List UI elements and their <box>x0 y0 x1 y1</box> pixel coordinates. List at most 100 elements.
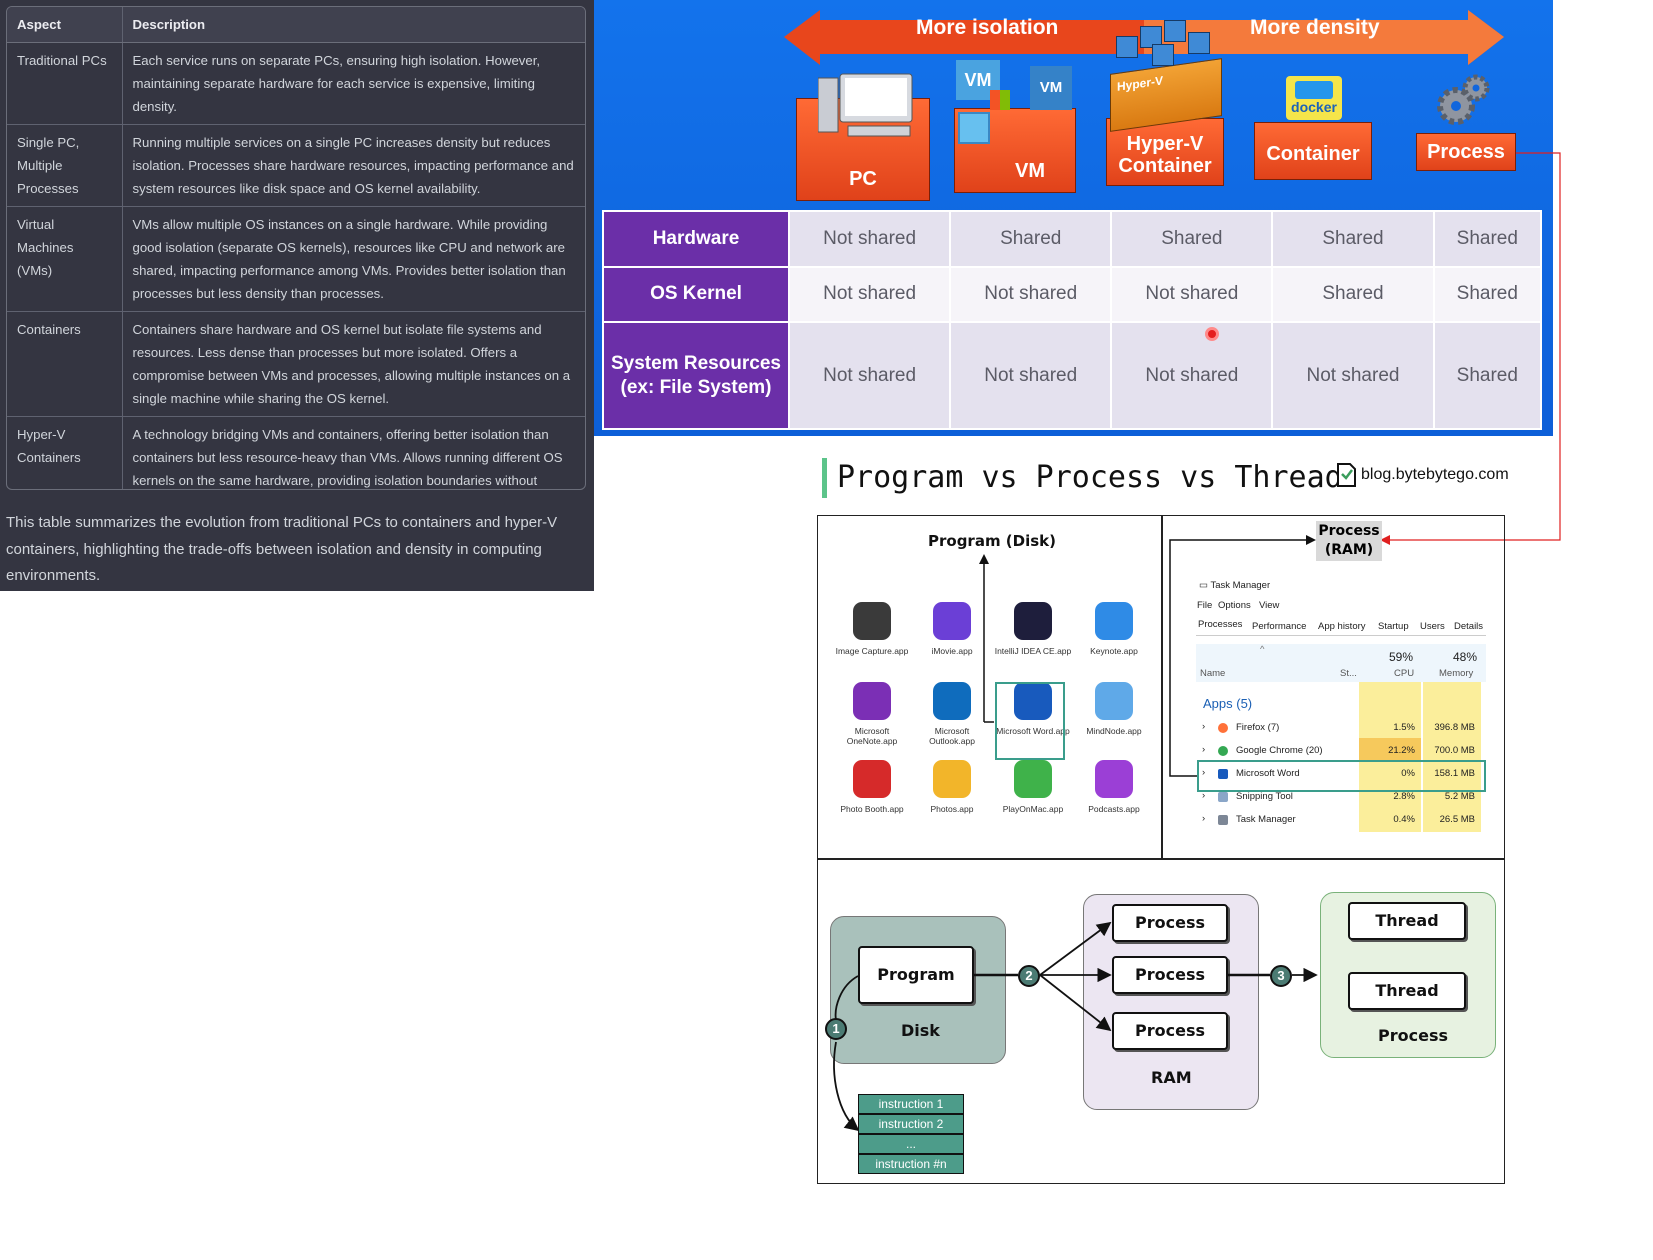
hyperv-hardware-cell: Shared <box>1110 210 1274 268</box>
app-icon <box>853 760 891 798</box>
hyperv-icon-label: Hyper-V <box>1117 73 1164 94</box>
row-header-system-resources: System Resources (ex: File System) <box>602 321 790 430</box>
program-node: Program <box>858 946 974 1004</box>
app-photos-app[interactable]: Photos.app <box>912 760 992 814</box>
program-disk-label: Program (Disk) <box>928 532 1057 550</box>
table-row: Single PC, Multiple Processes Running mu… <box>7 124 585 207</box>
process-memory: 700.0 MB <box>1434 745 1475 756</box>
process-icon <box>1218 792 1228 802</box>
expand-chevron-icon[interactable]: › <box>1202 813 1206 824</box>
app-photo-booth-app[interactable]: Photo Booth.app <box>832 760 912 814</box>
process-memory: 26.5 MB <box>1439 814 1475 825</box>
process-cpu: 0.4% <box>1393 814 1415 825</box>
hardware-row: Hardware Not shared Shared Shared Shared… <box>602 210 1543 268</box>
app-intellij-idea-ce-app[interactable]: IntelliJ IDEA CE.app <box>993 602 1073 656</box>
process-name[interactable]: Firefox (7) <box>1236 722 1280 733</box>
windows-icon <box>990 90 1010 110</box>
hyperv-label: Hyper-V Container <box>1118 133 1212 177</box>
bracket-arrow-icon <box>1169 535 1316 777</box>
tab-performance[interactable]: Performance <box>1252 621 1307 632</box>
app-icon <box>853 682 891 720</box>
column-cpu[interactable]: CPU <box>1394 668 1415 679</box>
process-hardware-cell: Shared <box>1432 210 1543 268</box>
app-mindnode-app[interactable]: MindNode.app <box>1074 682 1154 736</box>
thread-group-label: Process <box>1378 1026 1448 1045</box>
aspect-table: Aspect Description Traditional PCs Each … <box>6 6 586 490</box>
pc-resources-cell: Not shared <box>787 321 952 430</box>
process-icon <box>1218 746 1228 756</box>
vm-stack-icon <box>1116 18 1216 68</box>
app-label: Photo Booth.app <box>840 804 904 814</box>
menu-file[interactable]: File <box>1197 600 1213 611</box>
app-label: Microsoft Word.app <box>996 726 1070 736</box>
column-status[interactable]: St... <box>1340 668 1357 679</box>
cpu-percent: 59% <box>1389 650 1414 664</box>
app-label: PlayOnMac.app <box>1002 804 1064 814</box>
app-image-capture-app[interactable]: Image Capture.app <box>832 602 912 656</box>
process-ram-label: Process (RAM) <box>1316 521 1382 561</box>
expand-chevron-icon[interactable]: › <box>1202 721 1206 732</box>
thread-node-2: Thread <box>1348 972 1466 1010</box>
process-node-1: Process <box>1112 904 1228 942</box>
word-row-highlight <box>1197 760 1486 792</box>
description-cell: VMs allow multiple OS instances on a sin… <box>122 206 585 312</box>
process-name[interactable]: Task Manager <box>1236 814 1296 825</box>
mem-column-bg <box>1423 682 1481 832</box>
app-microsoft-outlook-app[interactable]: Microsoft Outlook.app <box>912 682 992 746</box>
app-label: MindNode.app <box>1086 726 1142 736</box>
tab-processes[interactable]: Processes <box>1198 619 1243 630</box>
column-header-description: Description <box>122 7 585 43</box>
app-icon <box>1014 682 1052 720</box>
process-memory: 158.1 MB <box>1434 768 1475 779</box>
hyperv-resources-cell: Not shared <box>1110 321 1274 430</box>
expand-chevron-icon[interactable]: › <box>1202 744 1206 755</box>
tab-app-history[interactable]: App history <box>1318 621 1366 632</box>
app-icon <box>1095 760 1133 798</box>
app-label: Image Capture.app <box>835 646 909 656</box>
vm-hardware-cell: Shared <box>949 210 1113 268</box>
task-manager-title: ▭ Task Manager <box>1199 580 1271 591</box>
tab-users[interactable]: Users <box>1420 621 1445 632</box>
aspect-cell: Hyper-V Containers <box>7 416 123 489</box>
column-name[interactable]: Name <box>1200 668 1226 679</box>
column-header-aspect: Aspect <box>7 7 123 43</box>
menu-options[interactable]: Options <box>1218 600 1251 611</box>
app-icon <box>853 602 891 640</box>
app-icon <box>933 602 971 640</box>
ppt-title: Program vs Process vs Thread <box>822 458 1343 498</box>
process-memory: 5.2 MB <box>1444 791 1475 802</box>
apps-group-label[interactable]: Apps (5) <box>1203 696 1253 711</box>
app-keynote-app[interactable]: Keynote.app <box>1074 602 1154 656</box>
blog-link[interactable]: blog.bytebytego.com <box>1335 462 1509 488</box>
isolation-density-graphic: More isolation More density PC VM VM VM … <box>594 0 1553 436</box>
menu-view[interactable]: View <box>1259 600 1280 611</box>
process-name[interactable]: Snipping Tool <box>1236 791 1293 802</box>
pc-kernel-cell: Not shared <box>787 265 952 324</box>
divider <box>818 858 1504 860</box>
expand-chevron-icon[interactable]: › <box>1202 767 1206 778</box>
step-2-marker: 2 <box>1018 965 1040 987</box>
vm-label: VM <box>1015 160 1045 182</box>
process-memory: 396.8 MB <box>1434 722 1475 733</box>
docker-text: docker <box>1291 99 1337 115</box>
process-name[interactable]: Microsoft Word <box>1236 768 1300 779</box>
column-memory[interactable]: Memory <box>1439 668 1474 679</box>
memory-percent: 48% <box>1453 650 1478 664</box>
chrome-cpu-bg <box>1359 738 1421 760</box>
app-imovie-app[interactable]: iMovie.app <box>912 602 992 656</box>
hyperv-kernel-cell: Not shared <box>1110 265 1274 324</box>
os-kernel-row: OS Kernel Not shared Not shared Not shar… <box>602 265 1543 324</box>
expand-chevron-icon[interactable]: › <box>1202 790 1206 801</box>
table-row: Hyper-V Containers A technology bridging… <box>7 416 585 489</box>
app-podcasts-app[interactable]: Podcasts.app <box>1074 760 1154 814</box>
flow-arrows-icon <box>833 921 1318 1132</box>
container-hardware-cell: Shared <box>1271 210 1435 268</box>
tab-startup[interactable]: Startup <box>1378 621 1409 632</box>
app-microsoft-word-app[interactable]: Microsoft Word.app <box>993 682 1073 736</box>
app-microsoft-onenote-app[interactable]: Microsoft OneNote.app <box>832 682 912 746</box>
process-name[interactable]: Google Chrome (20) <box>1236 745 1323 756</box>
more-isolation-label: More isolation <box>916 16 1059 39</box>
tab-details[interactable]: Details <box>1454 621 1484 632</box>
app-playonmac-app[interactable]: PlayOnMac.app <box>993 760 1073 814</box>
